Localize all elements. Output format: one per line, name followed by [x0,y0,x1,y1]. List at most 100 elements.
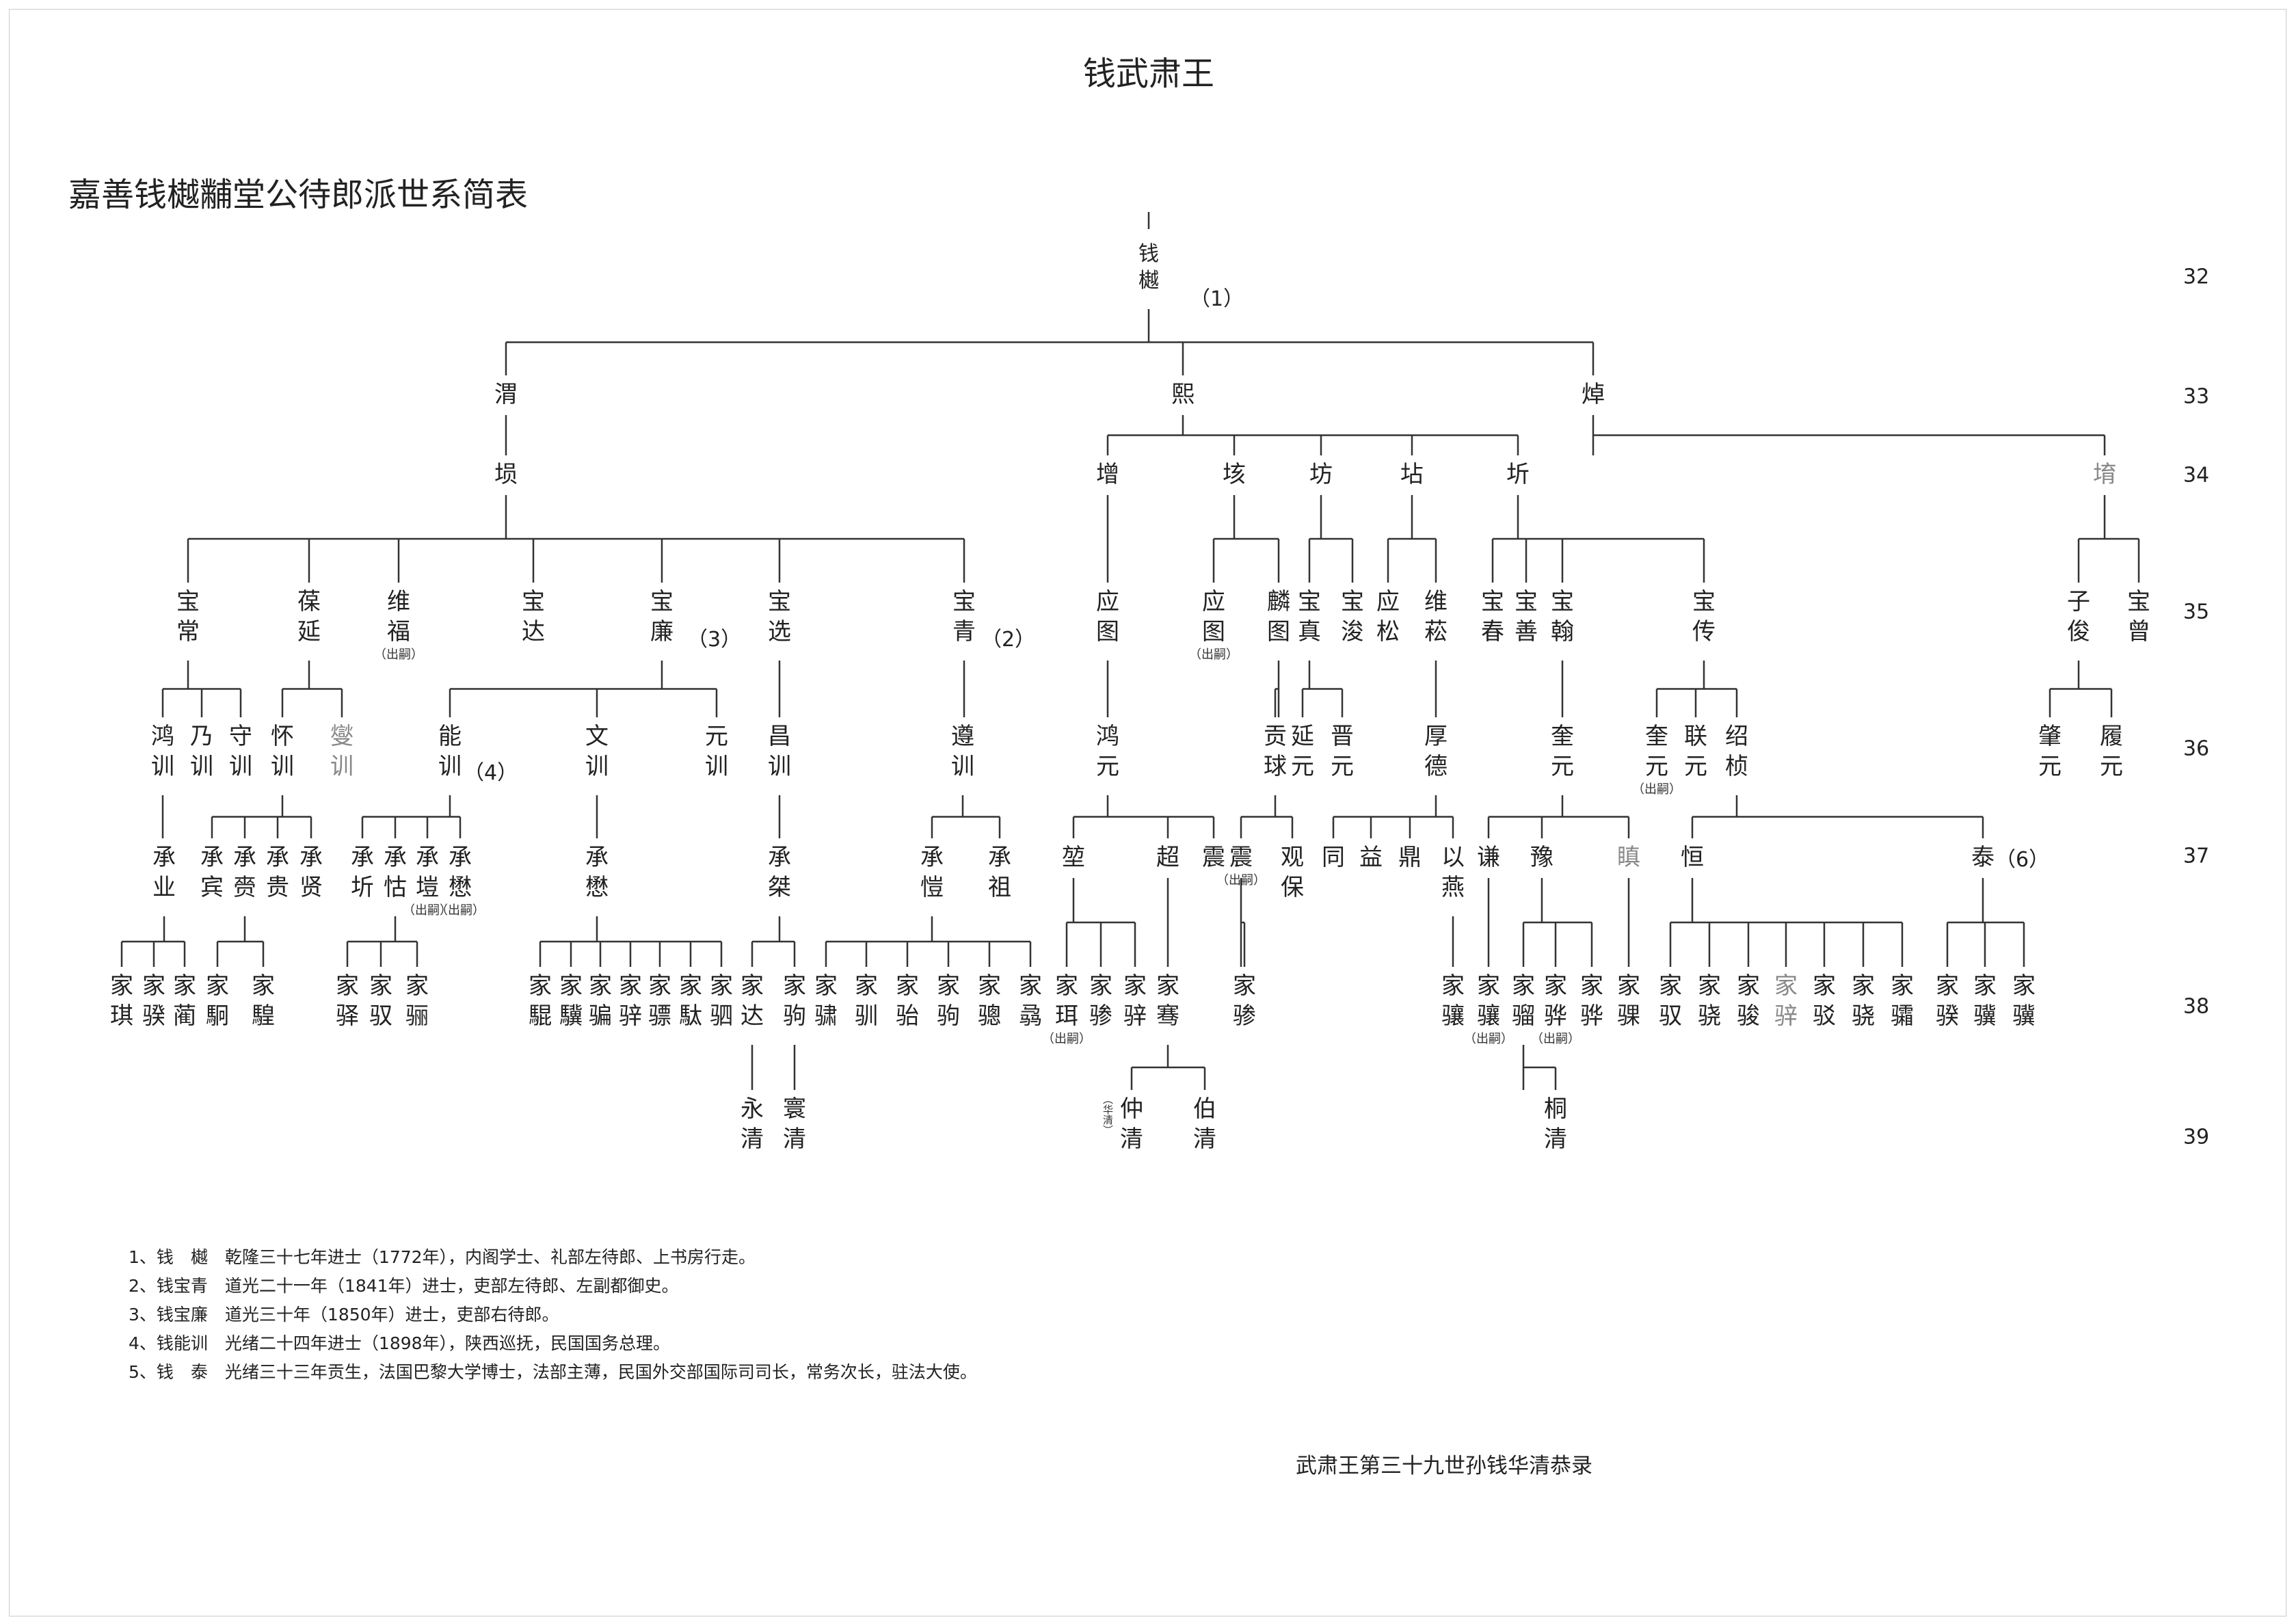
adopted-out-note: （出嗣） [403,903,452,918]
person-node: 圻 [1506,460,1530,490]
person-name: 钱 樾 [1138,242,1159,293]
person-name: 增 [1096,461,1119,488]
person-node: 泰 [1971,842,1995,873]
person-node: 家 骖 [1089,971,1112,1031]
person-node: 鼎 [1398,842,1422,873]
person-name: 豫 [1530,844,1553,871]
person-node: 桐 清 [1544,1094,1567,1154]
person-name: 家 驭 [369,972,392,1030]
person-node: 遵 训 [951,721,974,782]
person-name: 联 元 [1684,723,1707,781]
generation-number: 36 [2183,736,2210,761]
person-name: 鸿 元 [1096,723,1119,781]
person-name: 宝 常 [176,588,200,646]
person-name: 益 [1359,844,1383,871]
person-name: 宝 达 [522,588,545,646]
person-name: 燮 训 [330,723,354,781]
person-node: 家 琪 [110,971,133,1031]
person-name: 家 珥 [1055,972,1078,1030]
person-name: 守 训 [229,723,252,781]
person-node: 应 松 [1376,587,1400,647]
person-node: 燮 训 [330,721,354,782]
person-name: 肇 元 [2038,723,2062,781]
person-name: 宝 春 [1481,588,1504,646]
person-name: 家 骅 [1580,972,1603,1030]
person-node: 家 骙 [1936,971,1959,1031]
generation-number: 32 [2183,265,2210,289]
person-name: 宝 善 [1515,588,1538,646]
person-name: 家 驥 [559,972,583,1030]
person-node: 家 珥（出嗣） [1042,971,1091,1048]
person-name: 宝 翰 [1551,588,1574,646]
person-node: 焯 [1582,380,1605,410]
person-name: 家 骧 [1441,972,1465,1030]
person-node: 家 骧 [1441,971,1465,1031]
person-node: 应 图 [1096,587,1119,647]
generation-number: 39 [2183,1125,2210,1149]
person-node: 以 燕 [1441,842,1465,903]
person-name: 家 駉 [206,972,229,1030]
note-ref-2: （2） [981,628,1036,652]
person-name: 坊 [1309,461,1333,488]
person-name: 家 騜 [252,972,275,1030]
person-node: 家 骖 [1233,971,1256,1031]
person-name: 承 贵 [266,844,289,902]
self-marker-note: （华清） [1102,1094,1114,1135]
person-name: 厚 德 [1424,723,1448,781]
person-name: 谦 [1477,844,1500,871]
person-node: 家 骅 [1580,971,1603,1031]
person-name: 承 贤 [299,844,323,902]
person-node: 宝 翰 [1551,587,1574,647]
person-name: 家 琪 [110,972,133,1030]
person-name: 永 清 [741,1095,764,1154]
footnote: 1、钱 樾 乾隆三十七年进士（1772年），内阁学士、礼部左待郎、上书房行走。 [129,1247,756,1267]
person-node: 晋 元 [1331,721,1354,782]
person-name: 家 骉 [1019,972,1042,1030]
person-node: 益 [1359,842,1383,873]
person-node: 家 骧（出嗣） [1464,971,1513,1048]
note-ref-6: （6） [1995,848,2050,872]
person-name: 焯 [1582,381,1605,408]
person-node: 寰 清 [783,1094,806,1154]
person-node: 麟 图 [1267,587,1290,647]
person-node: 承 圻 [351,842,374,903]
person-name: 震 [1202,844,1225,871]
person-name: 家 骍 [1774,972,1798,1030]
person-node: 恒 [1681,842,1704,873]
person-name: 承 塏 [416,844,439,902]
person-node: 家 驹 [937,971,960,1031]
person-name: 家 骏 [1737,972,1760,1030]
person-node: 家 驿 [336,971,359,1031]
person-node: 增 [1096,460,1119,490]
person-node: 家 驭 [1659,971,1682,1031]
person-node: 葆 延 [297,587,321,647]
person-node: 家 骍 [1774,971,1798,1031]
person-name: 遵 训 [951,723,974,781]
person-node: 宝 传 [1692,587,1716,647]
person-name: 维 菘 [1424,588,1448,646]
person-name: 家 驯 [855,972,878,1030]
person-node: 家 驳 [1813,971,1836,1031]
person-node: 文 训 [585,721,609,782]
person-name: 晋 元 [1331,723,1354,781]
person-name: 麟 图 [1267,588,1290,646]
person-name: 承 愷 [920,844,944,902]
footnote: 2、钱宝青 道光二十一年（1841年）进士，吏部左待郎、左副都御史。 [129,1276,679,1296]
person-node: 宝 廉 [650,587,673,647]
person-name: 应 图 [1096,588,1119,646]
footnote: 3、钱宝廉 道光三十年（1850年）进士，吏部右待郎。 [129,1305,559,1325]
person-name: 家 骁 [1852,972,1875,1030]
person-node: 家 驷 [710,971,733,1031]
person-node: 震 [1202,842,1225,873]
generation-number: 35 [2183,600,2210,624]
person-name: 承 懋 [585,844,609,902]
person-node: 家 达 [741,971,764,1031]
person-node: 怀 训 [271,721,294,782]
generation-number: 37 [2183,844,2210,868]
person-node: 震（出嗣） [1216,842,1266,889]
person-node: 宝 青 [952,587,976,647]
person-name: 熙 [1171,381,1195,408]
person-node: 家 骝 [1512,971,1535,1031]
person-node: 家 骍 [619,971,642,1031]
person-node: 承 业 [152,842,176,903]
